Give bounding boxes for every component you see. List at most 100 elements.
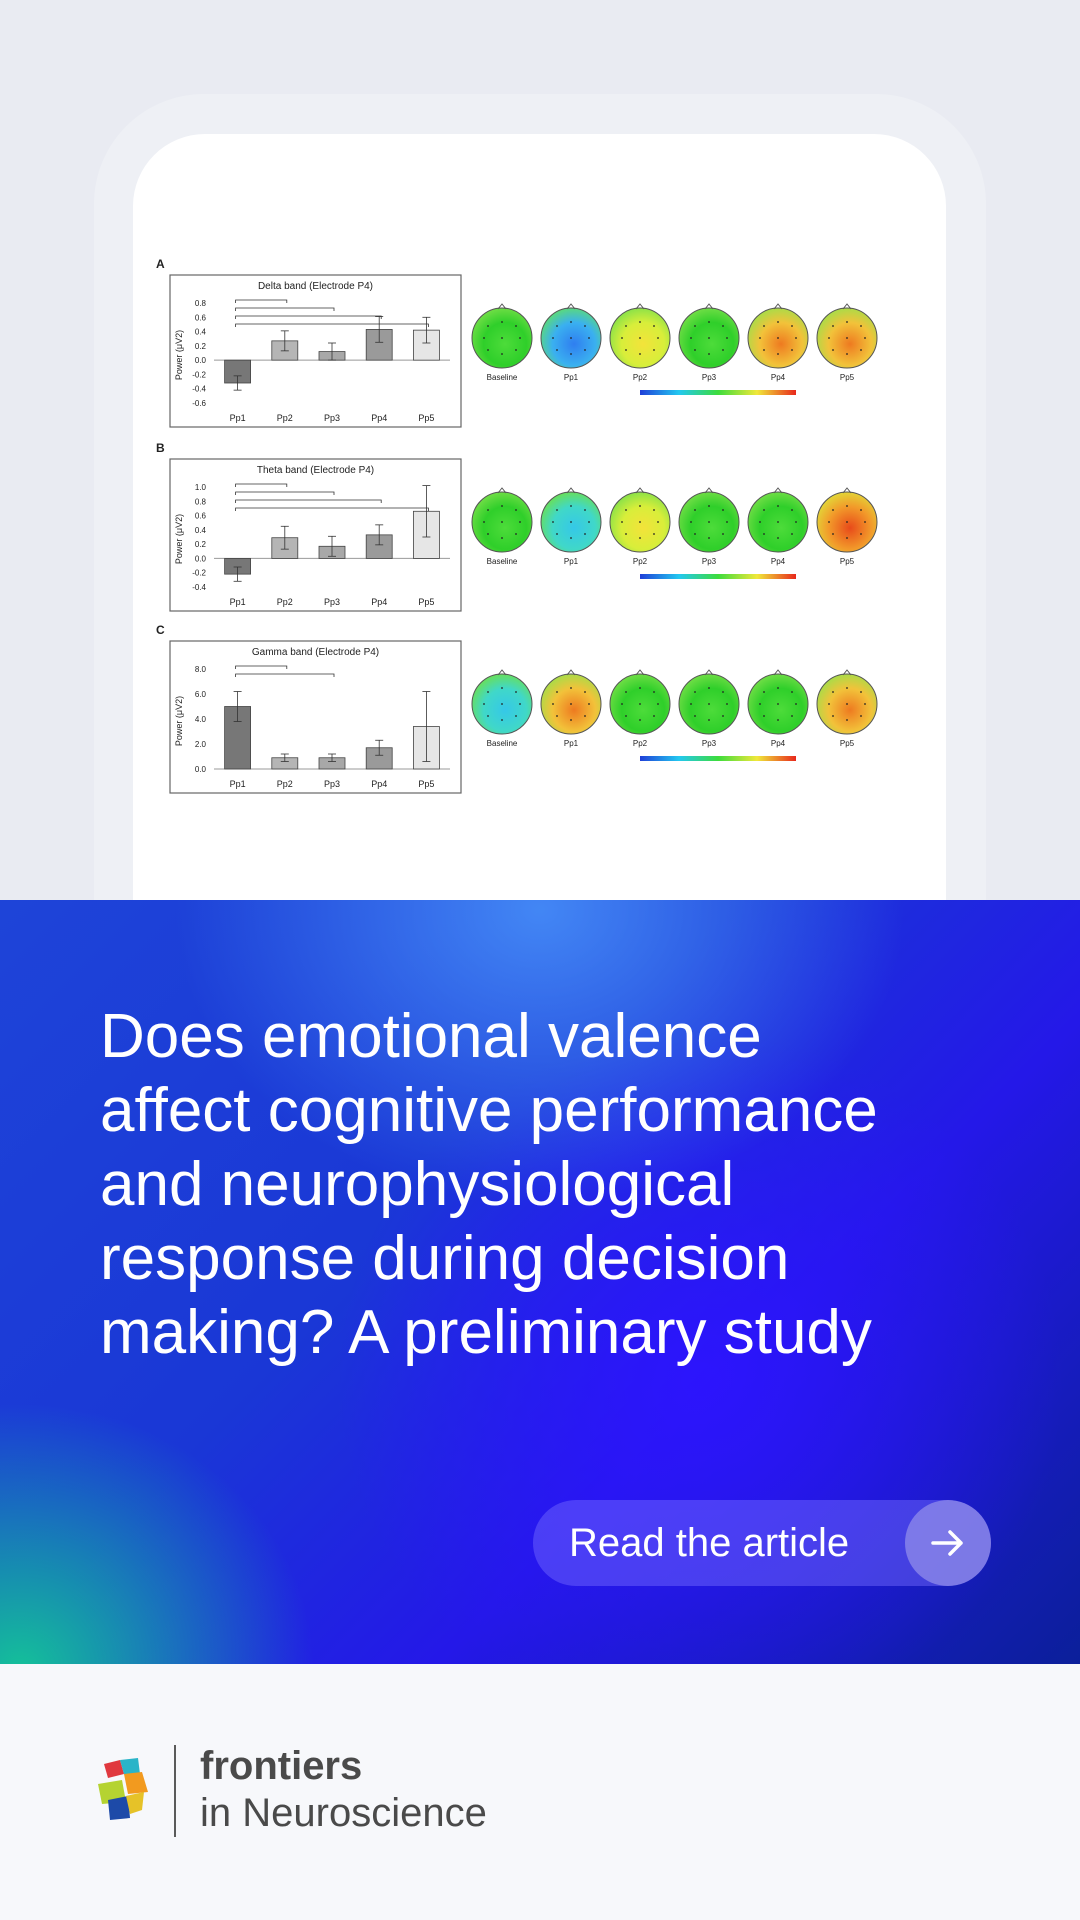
electrode-dot: [777, 353, 779, 355]
electrode-dot: [653, 533, 655, 535]
topomap-nose: [566, 487, 576, 494]
electrode-dot: [483, 337, 485, 339]
y-tick-label: 8.0: [195, 665, 207, 674]
electrode-dot: [501, 505, 503, 507]
electrode-dot: [846, 353, 848, 355]
electrode-dot: [501, 687, 503, 689]
electrode-dot: [694, 349, 696, 351]
electrode-dot: [519, 703, 521, 705]
electrode-dot: [519, 337, 521, 339]
electrode-dot: [552, 337, 554, 339]
topomap-label: Pp4: [771, 739, 786, 748]
read-article-label: Read the article: [569, 1521, 850, 1565]
electrode-dot: [791, 509, 793, 511]
electrode-dot: [860, 509, 862, 511]
x-tick-label: Pp1: [230, 597, 246, 607]
electrode-dot: [722, 509, 724, 511]
electrode-dot: [639, 521, 641, 523]
x-tick-label: Pp4: [371, 413, 387, 423]
electrode-dot: [653, 325, 655, 327]
electrode-dot: [625, 509, 627, 511]
colorbar: [640, 390, 796, 395]
x-tick-label: Pp2: [277, 597, 293, 607]
electrode-dot: [777, 321, 779, 323]
electrode-dot: [515, 325, 517, 327]
frontiers-logo-icon: [98, 1758, 148, 1820]
electrode-dot: [763, 325, 765, 327]
chart-frame: [169, 640, 462, 794]
electrode-dot: [759, 703, 761, 705]
y-tick-label: 1.0: [195, 483, 207, 492]
electrode-dot: [570, 353, 572, 355]
electrode-dot: [777, 687, 779, 689]
electrode-dot: [584, 509, 586, 511]
electrode-dot: [487, 691, 489, 693]
electrode-dot: [846, 505, 848, 507]
electrode-dot: [832, 533, 834, 535]
y-tick-label: 0.8: [195, 497, 207, 506]
electrode-dot: [777, 337, 779, 339]
electrode-dot: [556, 715, 558, 717]
topomap-nose: [566, 303, 576, 310]
x-tick-label: Pp5: [418, 413, 434, 423]
x-tick-label: Pp2: [277, 779, 293, 789]
topomap-nose: [497, 669, 507, 676]
electrode-dot: [584, 325, 586, 327]
electrode-dot: [791, 715, 793, 717]
panel-letter: B: [156, 441, 165, 455]
electrode-dot: [584, 715, 586, 717]
electrode-dot: [828, 521, 830, 523]
electrode-dot: [864, 521, 866, 523]
electrode-dot: [584, 691, 586, 693]
x-tick-label: Pp2: [277, 413, 293, 423]
topomap-label: Pp2: [633, 557, 648, 566]
electrode-dot: [832, 509, 834, 511]
y-axis-label: Power (μV2): [174, 330, 184, 380]
electrode-dot: [846, 537, 848, 539]
electrode-dot: [722, 325, 724, 327]
electrode-dot: [487, 325, 489, 327]
electrode-dot: [556, 509, 558, 511]
topomap-label: Pp3: [702, 373, 717, 382]
electrode-dot: [763, 349, 765, 351]
electrode-dot: [791, 349, 793, 351]
y-tick-label: 0.2: [195, 342, 207, 351]
significance-bracket: [235, 307, 335, 311]
topomap-label: Pp5: [840, 373, 855, 382]
y-tick-label: 0.0: [195, 356, 207, 365]
electrode-dot: [708, 353, 710, 355]
topomap-label: Pp1: [564, 739, 579, 748]
electrode-dot: [846, 719, 848, 721]
electrode-dot: [556, 349, 558, 351]
topomap-nose: [842, 669, 852, 676]
topomap-label: Pp1: [564, 373, 579, 382]
electrode-dot: [832, 715, 834, 717]
electrode-dot: [515, 533, 517, 535]
topomap-nose: [842, 487, 852, 494]
colorbar: [640, 574, 796, 579]
electrode-dot: [722, 715, 724, 717]
electrode-dot: [694, 509, 696, 511]
electrode-dot: [639, 719, 641, 721]
electrode-dot: [639, 505, 641, 507]
significance-bracket: [235, 665, 288, 669]
electrode-dot: [653, 715, 655, 717]
electrode-dot: [657, 703, 659, 705]
read-article-button[interactable]: Read the article: [533, 1500, 991, 1586]
electrode-dot: [832, 691, 834, 693]
brand-name: frontiers: [200, 1744, 363, 1788]
y-axis-label: Power (μV2): [174, 514, 184, 564]
colorbar: [640, 756, 796, 761]
topomap-label: Pp5: [840, 739, 855, 748]
footer-divider: [174, 1745, 176, 1837]
topomap-nose: [842, 303, 852, 310]
electrode-dot: [763, 691, 765, 693]
topomap-label: Baseline: [487, 557, 518, 566]
electrode-dot: [777, 537, 779, 539]
electrode-dot: [570, 505, 572, 507]
topomap-nose: [704, 669, 714, 676]
electrode-dot: [860, 533, 862, 535]
topomap-nose: [635, 303, 645, 310]
electrode-dot: [625, 691, 627, 693]
